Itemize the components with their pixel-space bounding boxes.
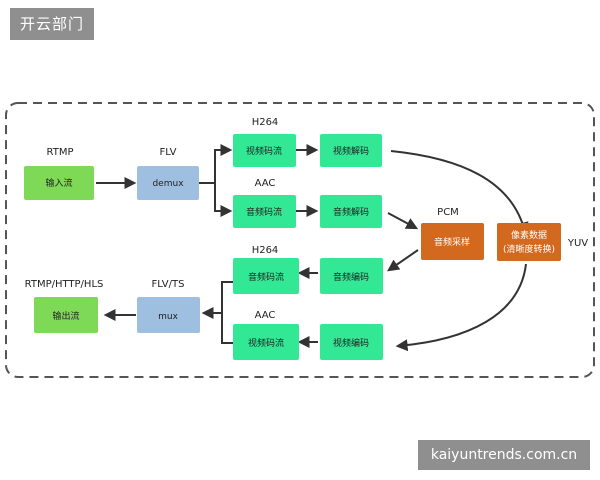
svg-text:输出流: 输出流 bbox=[52, 310, 79, 322]
svg-text:音频采样: 音频采样 bbox=[434, 236, 470, 248]
svg-text:视频解码: 视频解码 bbox=[333, 145, 369, 157]
svg-text:音频码流: 音频码流 bbox=[246, 206, 282, 218]
svg-text:视频码流: 视频码流 bbox=[246, 145, 282, 157]
node-audio-encode: 音频编码 bbox=[320, 258, 383, 294]
svg-text:像素数据: 像素数据 bbox=[511, 229, 547, 241]
header-tag: 开云部门 bbox=[10, 8, 94, 40]
label-rtmp: RTMP bbox=[47, 147, 74, 158]
arrow-pixel-to-vencode bbox=[395, 263, 527, 352]
label-flv: FLV bbox=[159, 147, 176, 158]
watermark: kaiyuntrends.com.cn bbox=[418, 440, 590, 470]
label-pcm: PCM bbox=[437, 207, 459, 218]
svg-text:(清晰度转换): (清晰度转换) bbox=[503, 243, 555, 255]
arrow-demux-to-audio bbox=[214, 183, 233, 217]
dashed-border bbox=[5, 102, 595, 378]
node-demux: demux bbox=[137, 166, 199, 200]
node-audio-decode: 音频解码 bbox=[320, 195, 382, 228]
label-rtmp-http-hls: RTMP/HTTP/HLS bbox=[25, 279, 104, 290]
node-output-stream: 输出流 bbox=[34, 297, 98, 333]
node-mux: mux bbox=[137, 297, 200, 333]
svg-text:音频编码: 音频编码 bbox=[333, 271, 369, 283]
svg-text:mux: mux bbox=[158, 312, 178, 322]
node-pixel-data: 像素数据 (清晰度转换) bbox=[497, 223, 561, 261]
svg-text:音频码流: 音频码流 bbox=[248, 271, 284, 283]
node-video-encode: 视频编码 bbox=[320, 324, 383, 360]
label-flv-ts: FLV/TS bbox=[152, 279, 185, 290]
label-yuv: YUV bbox=[567, 238, 588, 249]
arrow-audio-to-mux bbox=[201, 281, 233, 319]
svg-text:输入流: 输入流 bbox=[45, 177, 72, 189]
arrow-adecode-to-sample bbox=[387, 212, 419, 230]
svg-text:视频编码: 视频编码 bbox=[333, 337, 369, 349]
svg-text:demux: demux bbox=[152, 179, 184, 189]
node-input-stream: 输入流 bbox=[24, 166, 94, 200]
arrow-video-to-mux bbox=[221, 313, 233, 344]
node-video-decode: 视频解码 bbox=[320, 134, 382, 167]
label-aac-bottom: AAC bbox=[255, 310, 276, 321]
node-video-stream-in: 视频码流 bbox=[233, 134, 296, 167]
node-audio-stream-out: 音频码流 bbox=[233, 258, 299, 294]
arrow-demux-to-video bbox=[199, 144, 233, 184]
label-aac-top: AAC bbox=[255, 178, 276, 189]
arrow-sample-to-aencode bbox=[387, 249, 419, 272]
label-h264-top: H264 bbox=[252, 117, 279, 128]
svg-text:视频码流: 视频码流 bbox=[248, 337, 284, 349]
node-audio-sample: 音频采样 bbox=[421, 223, 484, 260]
svg-text:音频解码: 音频解码 bbox=[333, 206, 369, 218]
label-h264-bottom: H264 bbox=[252, 245, 279, 256]
arrow-vdecode-to-pixel bbox=[390, 150, 529, 235]
node-audio-stream-in: 音频码流 bbox=[233, 195, 296, 228]
node-video-stream-out: 视频码流 bbox=[233, 324, 299, 360]
